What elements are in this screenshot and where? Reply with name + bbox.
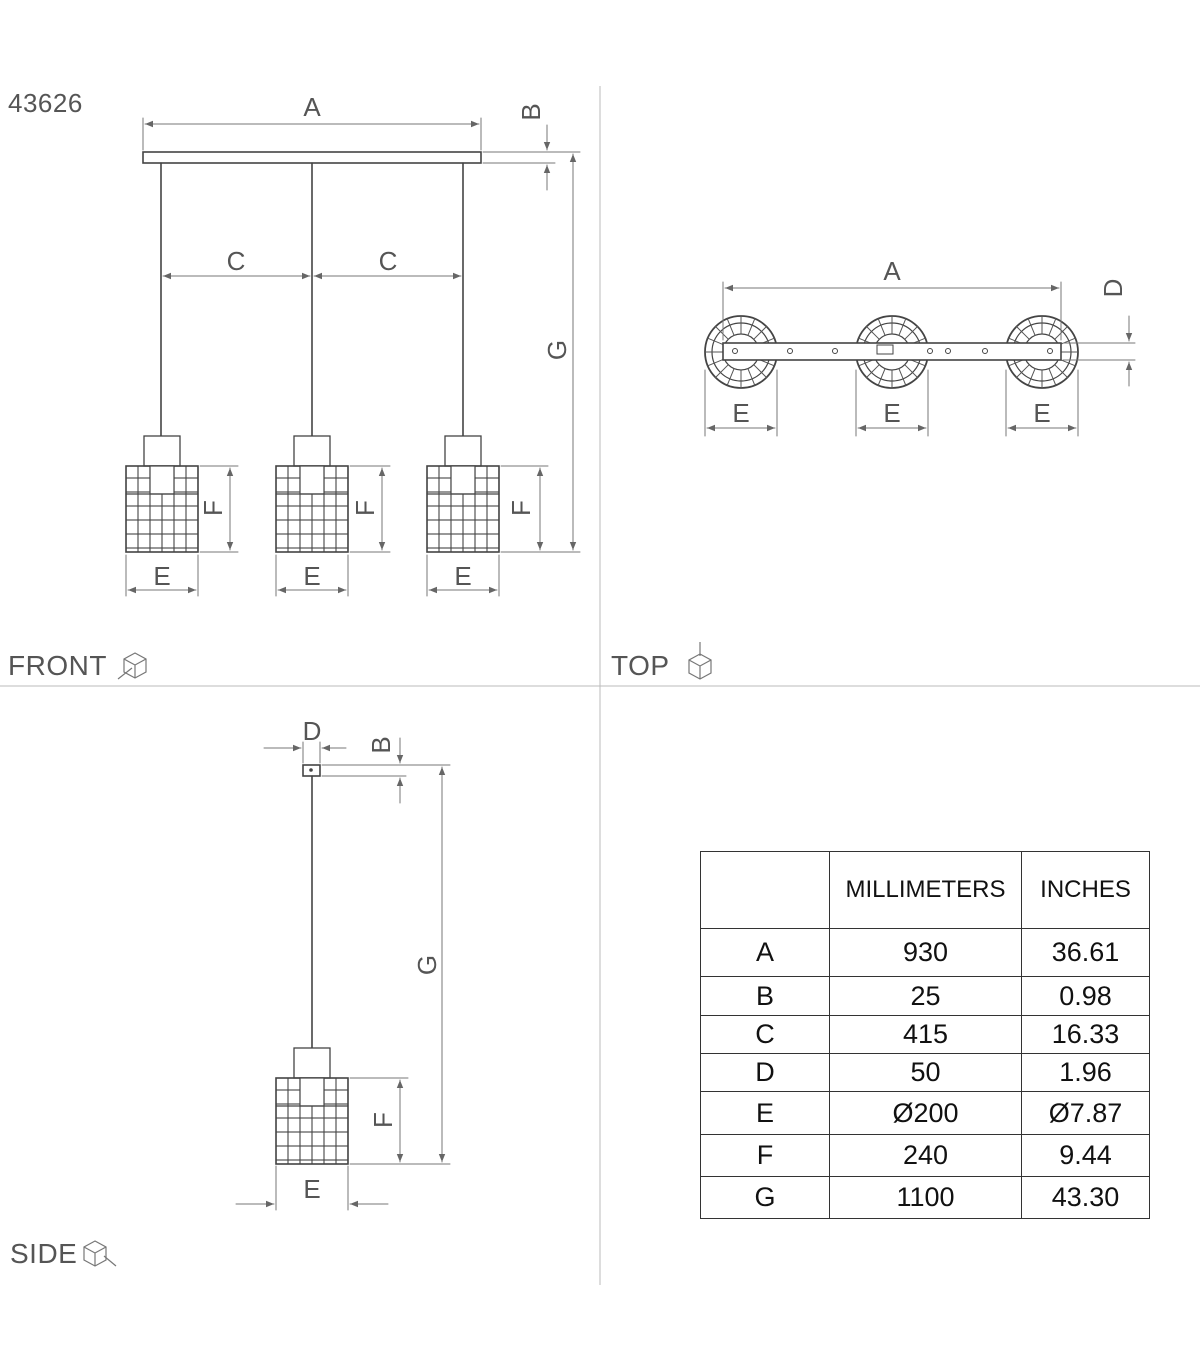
row-label: D — [700, 1053, 830, 1092]
front-shade-1 — [125, 435, 199, 553]
front-canopy — [142, 151, 482, 164]
row-label: B — [700, 976, 830, 1016]
row-label: C — [700, 1015, 830, 1054]
row-label: E — [700, 1091, 830, 1135]
side-view-cube-icon — [83, 1240, 107, 1267]
side-dim-f: F — [368, 1112, 398, 1128]
row-mm: 50 — [829, 1053, 1022, 1092]
front-dim-e-3: E — [454, 561, 471, 591]
top-view-cube-icon — [688, 653, 712, 680]
table-header-row: MILLIMETERS INCHES — [700, 851, 1150, 929]
table-row: B 25 0.98 — [700, 976, 1150, 1016]
row-mm: 415 — [829, 1015, 1022, 1054]
top-dim-d: D — [1098, 279, 1128, 298]
side-dim-e: E — [303, 1174, 320, 1204]
front-view: A B C C G E E E F F F — [125, 92, 581, 597]
table-row: E Ø200 Ø7.87 — [700, 1091, 1150, 1135]
dimensions-table: MILLIMETERS INCHES A 930 36.61 B 25 0.98… — [700, 851, 1150, 1219]
front-view-label: FRONT — [8, 650, 107, 681]
side-shade — [275, 1047, 349, 1165]
row-in: 0.98 — [1021, 976, 1150, 1016]
front-view-arrow-icon — [117, 667, 133, 680]
side-dim-g: G — [412, 955, 442, 975]
front-dim-b: B — [516, 103, 546, 120]
header-blank — [700, 851, 830, 929]
top-dim-e-2: E — [883, 398, 900, 428]
front-dim-c-right: C — [379, 246, 398, 276]
row-mm: 1100 — [829, 1176, 1022, 1219]
row-mm: 25 — [829, 976, 1022, 1016]
side-view: D B G F E — [235, 716, 451, 1211]
table-row: D 50 1.96 — [700, 1053, 1150, 1092]
front-dim-e-2: E — [303, 561, 320, 591]
table-row: F 240 9.44 — [700, 1134, 1150, 1177]
top-view: A D E E E — [704, 256, 1136, 437]
front-dim-c-left: C — [227, 246, 246, 276]
side-view-arrow-icon — [103, 1255, 117, 1267]
side-dim-b: B — [366, 736, 396, 753]
table-row: G 1100 43.30 — [700, 1176, 1150, 1219]
side-dim-d: D — [303, 716, 322, 746]
front-dim-f-1: F — [198, 500, 228, 516]
row-in: 43.30 — [1021, 1176, 1150, 1219]
row-mm: 930 — [829, 928, 1022, 977]
front-shade-3 — [426, 435, 500, 553]
table-row: A 930 36.61 — [700, 928, 1150, 977]
row-mm: 240 — [829, 1134, 1022, 1177]
row-in: 36.61 — [1021, 928, 1150, 977]
row-label: G — [700, 1176, 830, 1219]
table-row: C 415 16.33 — [700, 1015, 1150, 1054]
product-code: 43626 — [8, 88, 83, 118]
header-millimeters: MILLIMETERS — [829, 851, 1022, 929]
front-shade-2 — [275, 435, 349, 553]
front-dim-a: A — [303, 92, 321, 122]
front-dim-f-2: F — [350, 500, 380, 516]
front-dim-g: G — [542, 340, 572, 360]
side-view-label: SIDE — [10, 1238, 78, 1269]
row-label: F — [700, 1134, 830, 1177]
row-in: 1.96 — [1021, 1053, 1150, 1092]
row-in: 16.33 — [1021, 1015, 1150, 1054]
row-label: A — [700, 928, 830, 977]
top-view-label: TOP — [611, 650, 670, 681]
row-in: 9.44 — [1021, 1134, 1150, 1177]
top-dim-a: A — [883, 256, 901, 286]
front-dim-e-1: E — [153, 561, 170, 591]
row-mm: Ø200 — [829, 1091, 1022, 1135]
top-dim-e-3: E — [1033, 398, 1050, 428]
front-view-cube-icon — [123, 652, 147, 679]
front-dim-f-3: F — [506, 500, 536, 516]
header-inches: INCHES — [1021, 851, 1150, 929]
top-dim-e-1: E — [732, 398, 749, 428]
row-in: Ø7.87 — [1021, 1091, 1150, 1135]
